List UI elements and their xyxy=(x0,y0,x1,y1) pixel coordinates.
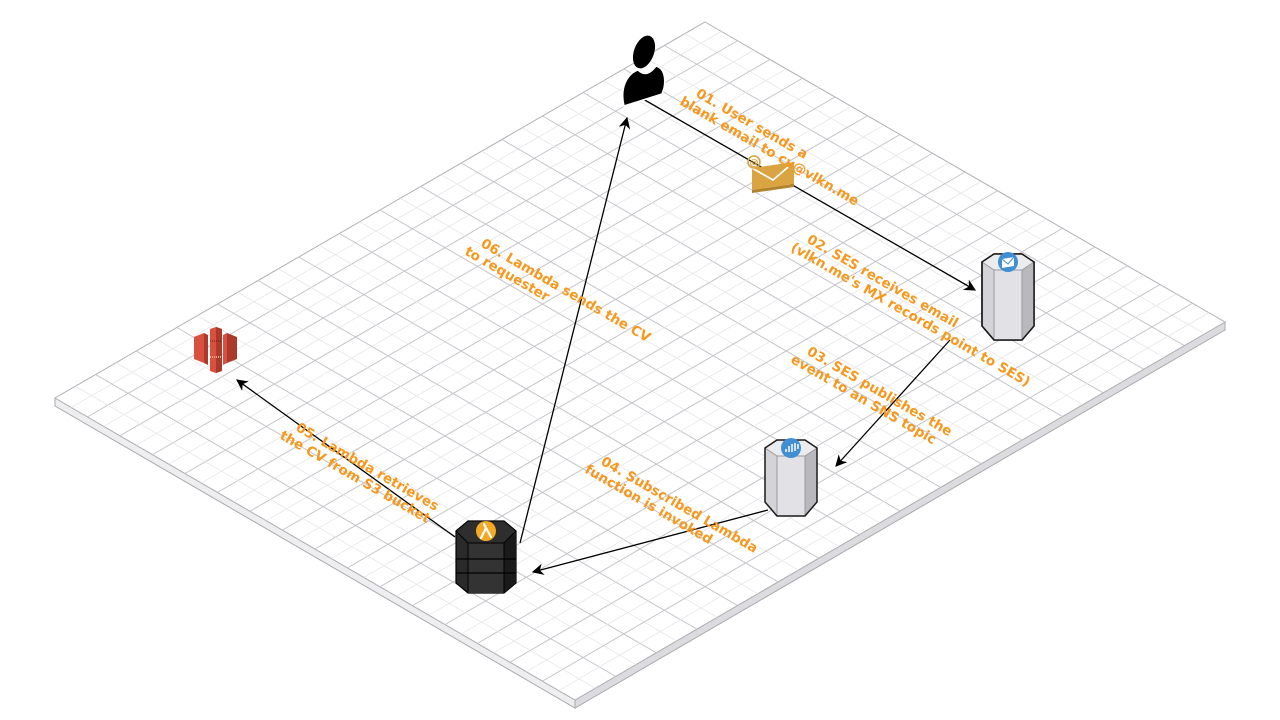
grid-line xyxy=(363,199,1014,578)
sns-node[interactable] xyxy=(764,438,818,517)
user-icon[interactable] xyxy=(622,33,666,107)
arrow-sns-to-lambda xyxy=(531,509,769,575)
grid-line xyxy=(412,227,1063,607)
lambda-icon xyxy=(476,521,496,541)
s3-bucket-icon[interactable] xyxy=(194,327,237,373)
sns-icon xyxy=(781,438,801,458)
arrow-lambda-to-s3 xyxy=(236,379,456,538)
arrow-lambda-to-user xyxy=(519,116,631,544)
grid-line xyxy=(278,268,799,571)
svg-text:@: @ xyxy=(750,159,759,169)
ses-icon xyxy=(998,252,1018,272)
grid-line xyxy=(115,362,637,665)
connectors xyxy=(236,98,977,575)
grid-line xyxy=(331,181,982,559)
grid-line xyxy=(196,315,718,618)
grid-line xyxy=(493,274,1144,654)
grid-line xyxy=(176,327,698,630)
grid-line xyxy=(542,302,1193,682)
grid-line xyxy=(217,303,738,606)
grid-line xyxy=(347,190,998,569)
grid-line xyxy=(509,284,1161,663)
grid-line xyxy=(526,293,1177,673)
grid-line xyxy=(135,350,657,654)
grid-line xyxy=(95,374,616,677)
lambda-node[interactable] xyxy=(455,520,517,594)
grid-line xyxy=(318,244,840,547)
grid-line xyxy=(428,237,1079,616)
grid-line xyxy=(558,312,1209,691)
arrow-user-to-ses xyxy=(642,98,977,291)
email-envelope-icon[interactable]: @ xyxy=(747,155,795,193)
grid-line xyxy=(257,280,779,583)
grid-line xyxy=(237,291,759,595)
grid-line xyxy=(298,256,820,559)
isometric-platform xyxy=(54,21,1226,709)
ses-node[interactable] xyxy=(981,252,1035,341)
grid-line xyxy=(75,385,596,689)
arrow-ses-to-sns xyxy=(835,339,951,467)
